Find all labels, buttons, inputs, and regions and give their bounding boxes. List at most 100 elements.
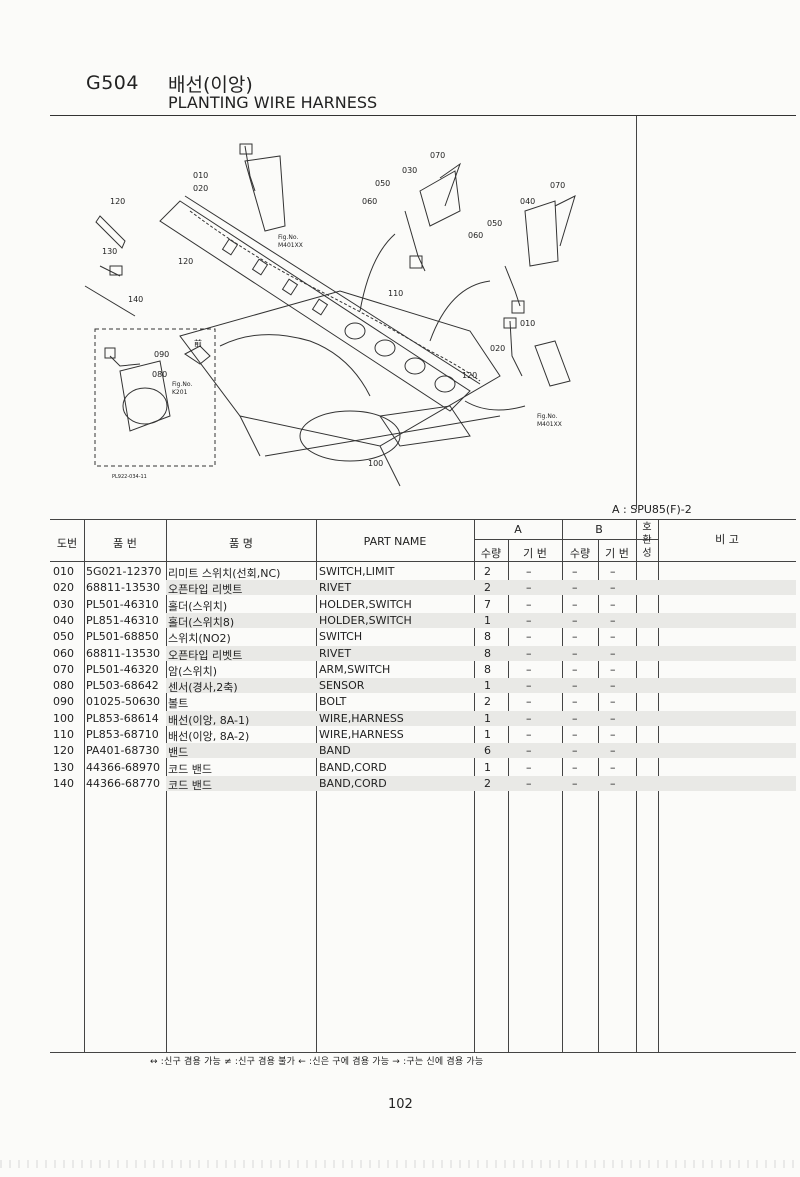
switch-bracket-lower: [534, 340, 571, 387]
cell-serial-a: –: [526, 597, 532, 611]
page-title-english: PLANTING WIRE HARNESS: [168, 93, 378, 112]
cell-serial-a: –: [526, 646, 532, 660]
cell-qty-a: 7: [484, 597, 491, 611]
cell-serial-b: –: [610, 776, 616, 790]
header-serial-b: 기 번: [605, 547, 629, 560]
callout-010b: 010: [520, 319, 535, 328]
cell-part-no: 5G021-12370: [86, 565, 162, 578]
cell-no: 030: [53, 597, 74, 611]
cell-part-no: 68811-13530: [86, 581, 160, 595]
cell-qty-b: –: [572, 597, 578, 611]
table-header-rule: [50, 561, 796, 562]
sensor-body: [119, 360, 171, 432]
cell-serial-a: –: [526, 711, 532, 725]
drawing-code: PL922-034-11: [112, 474, 147, 480]
cell-serial-b: –: [610, 744, 616, 758]
parts-table: 도번 품 번 품 명 PART NAME A B 수량 기 번 수량 기 번 호…: [50, 519, 796, 1053]
cell-name-ko: 볼트: [168, 697, 189, 711]
cell-part-no: 44366-68970: [86, 760, 160, 774]
cell-qty-a: 1: [484, 711, 491, 725]
cell-name-ko: 코드 밴드: [168, 778, 212, 792]
sensor-wire: [109, 355, 141, 367]
diagram-divider: [636, 116, 637, 509]
callout-030: 030: [402, 166, 417, 175]
steering-loop: [299, 410, 401, 462]
cell-name-ko: 리미트 스위치(선회,NC): [168, 567, 281, 580]
callout-120c: 120: [462, 371, 477, 380]
arrow-to-detail-3: [464, 400, 526, 411]
cell-part-no: PL501-68850: [86, 630, 159, 644]
row-shade: [166, 678, 796, 694]
cell-part-no: PL501-46320: [86, 662, 159, 676]
table-subheader-rule: [474, 539, 658, 540]
cell-qty-a: 6: [484, 744, 491, 758]
cell-serial-a: –: [526, 630, 532, 644]
cell-qty-b: –: [572, 760, 578, 774]
cell-qty-b: –: [572, 728, 578, 741]
cell-name-ko: 배선(이앙, 8A-1): [168, 713, 250, 727]
cell-serial-b: –: [610, 662, 616, 676]
cell-serial-a: –: [526, 744, 532, 758]
cell-part-name: BAND: [319, 744, 351, 758]
header-b: B: [595, 523, 603, 536]
cell-part-name: WIRE,HARNESS: [319, 711, 404, 725]
header-compat: 호환성: [642, 522, 652, 559]
cell-qty-b: –: [572, 646, 578, 660]
cell-part-name: SWITCH,LIMIT: [319, 565, 395, 578]
callout-070: 070: [430, 151, 445, 160]
cell-no: 020: [53, 581, 74, 595]
row-shade: [166, 710, 796, 726]
callout-080: 080: [152, 370, 167, 379]
cell-part-name: HOLDER,SWITCH: [319, 613, 412, 627]
arm-switch-1: [439, 162, 461, 207]
header-part-name: PART NAME: [363, 535, 427, 548]
cell-part-name: SWITCH: [319, 630, 363, 644]
cell-qty-a: 2: [484, 776, 491, 790]
sensor-housing: [122, 387, 168, 425]
page-code: G504: [86, 72, 139, 94]
band-120: [95, 215, 126, 249]
cell-serial-a: –: [526, 565, 532, 578]
holder-switch-1: [419, 170, 461, 227]
cell-serial-a: –: [526, 581, 532, 595]
header-qty-b: 수량: [569, 547, 591, 560]
header-remarks: 비 고: [715, 533, 739, 546]
cell-serial-a: –: [526, 679, 532, 693]
cell-qty-a: 8: [484, 630, 491, 644]
sensor-inset-box: [94, 328, 216, 467]
cell-serial-b: –: [610, 581, 616, 595]
cell-qty-a: 8: [484, 662, 491, 676]
cell-no: 120: [53, 744, 74, 758]
cell-no: 130: [53, 760, 74, 774]
cell-qty-b: –: [572, 744, 578, 758]
sensor-connector: [104, 347, 116, 359]
cell-name-ko: 센서(경사,2축): [168, 681, 238, 695]
cell-qty-a: 1: [484, 613, 491, 627]
cell-part-no: PA401-68730: [86, 744, 160, 758]
cell-serial-b: –: [610, 695, 616, 709]
callout-020b: 020: [490, 344, 505, 353]
callout-060b: 060: [468, 231, 483, 240]
row-shade: [166, 580, 796, 596]
cell-no: 070: [53, 662, 74, 676]
callout-140: 140: [128, 295, 143, 304]
cell-no: 080: [53, 679, 74, 693]
cell-serial-b: –: [610, 646, 616, 660]
row-shade: [166, 743, 796, 759]
cell-serial-b: –: [610, 613, 616, 627]
cell-name-ko: 배선(이앙, 8A-2): [168, 730, 250, 743]
pedal-outline: [379, 405, 471, 447]
cell-name-ko: 코드 밴드: [168, 762, 212, 776]
figref-2-number: K201: [172, 389, 188, 396]
cell-serial-a: –: [526, 613, 532, 627]
figref-1-label: Fig.No.: [278, 234, 298, 241]
cell-qty-b: –: [572, 581, 578, 595]
header-qty-a: 수량: [480, 547, 502, 560]
switch-wire-lower: [509, 320, 523, 377]
holder-switch-2: [524, 200, 559, 267]
cell-qty-a: 1: [484, 679, 491, 693]
callout-090: 090: [154, 350, 169, 359]
cell-serial-b: –: [610, 711, 616, 725]
cell-qty-b: –: [572, 776, 578, 790]
cell-serial-b: –: [610, 760, 616, 774]
